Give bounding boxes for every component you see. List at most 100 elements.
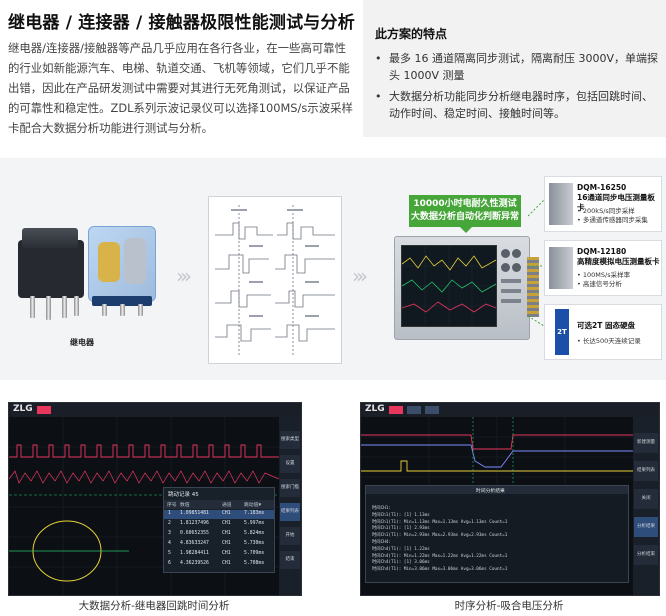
table-cell: 5.997ms bbox=[244, 521, 265, 526]
table-row[interactable]: 3 0.60652355 CH1 5.824ms bbox=[164, 530, 274, 539]
side-button[interactable]: 结果列表 bbox=[634, 461, 658, 481]
result-line: 时间CH4: bbox=[372, 539, 391, 545]
side-button[interactable]: 开始 bbox=[280, 527, 300, 545]
result-line: 时间Ch4(T1): [1] 1.22ms bbox=[372, 546, 430, 552]
table-title: 跳动记录 45 bbox=[168, 492, 199, 498]
result-line: 时间Ch4(T1): Min=3.06ms Max=3.06ms Avg=3.0… bbox=[372, 567, 508, 573]
bullet-icon: • bbox=[375, 52, 382, 65]
side-button[interactable]: 搜索类型 bbox=[280, 431, 300, 449]
card-ssd: 2T 可选2T 固态硬盘 • 长达500天连续记录 bbox=[544, 304, 662, 360]
table-cell: CH1 bbox=[222, 511, 231, 516]
table-cell: 4.83633247 bbox=[180, 541, 209, 546]
features-title: 此方案的特点 bbox=[375, 27, 448, 41]
caption-right: 时序分析-吸合电压分析 bbox=[454, 600, 564, 612]
result-line: 时间CH1: bbox=[372, 506, 391, 511]
side-button[interactable]: 关闭 bbox=[634, 489, 658, 509]
board-card-icon bbox=[549, 247, 573, 289]
channel-tab-icon[interactable] bbox=[407, 406, 421, 414]
table-row[interactable]: 2 1.81237496 CH1 5.997ms bbox=[164, 520, 274, 529]
dialog-title: 时间分析结果 bbox=[476, 489, 505, 494]
table-cell: 1.81237496 bbox=[180, 521, 209, 526]
result-line: 时间Ch1(T1): Min=1.13ms Max=1.13ms Avg=1.1… bbox=[372, 519, 508, 525]
result-line: 时间Ch4(T1): Min=1.22ms Max=1.22ms Avg=1.2… bbox=[372, 553, 508, 559]
screen-toolbar bbox=[9, 403, 301, 417]
table-cell: 1.98284411 bbox=[180, 551, 209, 556]
device-cable-connectors bbox=[527, 257, 539, 317]
waveform-plot bbox=[361, 417, 633, 497]
relay-photo-right bbox=[84, 222, 162, 318]
relay-label: 继电器 bbox=[70, 338, 94, 347]
waveform-sketch-icon bbox=[215, 205, 335, 357]
relay-photo-left bbox=[18, 228, 88, 324]
features-panel: 此方案的特点 • 最多 16 通道隔离同步测试，隔离耐压 3000V，单端探头 … bbox=[363, 0, 666, 137]
table-cell: 4 bbox=[168, 541, 171, 546]
page-title: 继电器 / 连接器 / 接触器极限性能测试与分析 bbox=[8, 13, 355, 33]
connector-lines bbox=[528, 199, 545, 327]
table-cell: CH1 bbox=[222, 531, 231, 536]
side-button[interactable]: 结果列表 bbox=[280, 503, 300, 521]
feature-item: • 最多 16 通道隔离同步测试，隔离耐压 3000V，单端探头 1000V 测… bbox=[375, 52, 659, 82]
result-line: 时间Ch1(T1): Min=2.93ms Max=2.93ms Avg=2.9… bbox=[372, 533, 508, 539]
caption-left: 大数据分析-继电器回跳时间分析 bbox=[78, 600, 230, 612]
oscilloscope-recorder-device bbox=[394, 236, 539, 340]
device-screen-wave-icon bbox=[401, 246, 497, 326]
table-cell: 2 bbox=[168, 521, 171, 526]
table-cell: 5.709ms bbox=[244, 551, 265, 556]
device-knobs bbox=[499, 247, 523, 323]
table-header: 序号 数值 通道 跳动值▼ bbox=[164, 500, 274, 509]
card-dqm-16250: DQM-16250 16通道同步电压测量板卡 • 200kS/s同步采样 • 多… bbox=[544, 176, 662, 232]
bullet-icon: • bbox=[375, 90, 382, 103]
result-line: 时间Ch1(T1): [1] 1.13ms bbox=[372, 512, 430, 518]
table-cell: CH1 bbox=[222, 521, 231, 526]
intro-paragraph: 继电器/连接器/接触器等产品几乎应用在各行各业，在一些高可靠性的行业如新能源汽车… bbox=[8, 41, 353, 135]
dialog-titlebar bbox=[366, 486, 628, 494]
chevron-right-icon: ››› bbox=[176, 264, 192, 288]
device-screen bbox=[401, 245, 497, 327]
table-cell: 1 bbox=[168, 511, 171, 516]
zlg-logo: ZLG bbox=[13, 404, 33, 414]
table-row[interactable]: 6 4.36239526 CH1 5.708ms bbox=[164, 560, 274, 569]
result-line: 时间Ch4(T1): [1] 3.06ms bbox=[372, 560, 430, 566]
side-button[interactable]: 分析结果 bbox=[634, 517, 658, 537]
table-cell: CH1 bbox=[222, 551, 231, 556]
side-button[interactable]: 新建测量 bbox=[634, 433, 658, 453]
result-line: 时间Ch1(T1): [1] 2.93ms bbox=[372, 526, 430, 532]
waveform-document bbox=[208, 196, 342, 364]
table-cell: 5.824ms bbox=[244, 531, 265, 536]
table-cell: 0.60652355 bbox=[180, 531, 209, 536]
side-button-panel: 搜索类型设置搜索门槛结果列表开始结束 bbox=[279, 417, 301, 595]
card-dqm-12180: DQM-12180 高精度模拟电压测量板卡 • 100MS/s采样率 • 高速信… bbox=[544, 240, 662, 296]
side-button[interactable]: 分析结束 bbox=[634, 545, 658, 565]
table-row[interactable]: 5 1.98284411 CH1 5.709ms bbox=[164, 550, 274, 559]
table-cell: 4.36239526 bbox=[180, 561, 209, 566]
table-cell: CH1 bbox=[222, 541, 231, 546]
side-button[interactable]: 设置 bbox=[280, 455, 300, 473]
channel-tab-icon[interactable] bbox=[425, 406, 439, 414]
banner-pointer-icon bbox=[460, 227, 472, 233]
table-cell: 6 bbox=[168, 561, 171, 566]
side-button[interactable]: 结束 bbox=[280, 551, 300, 569]
table-row[interactable]: 4 4.83633247 CH1 5.730ms bbox=[164, 540, 274, 549]
ssd-icon: 2T bbox=[555, 309, 569, 355]
table-row[interactable]: 1 1.09851481 CH1 7.183ms bbox=[164, 510, 274, 519]
channel-tab-icon[interactable] bbox=[37, 406, 51, 414]
screen-toolbar bbox=[361, 403, 659, 417]
zlg-logo: ZLG bbox=[365, 404, 385, 414]
table-cell: 5.708ms bbox=[244, 561, 265, 566]
table-cell: 1.09851481 bbox=[180, 511, 209, 516]
table-cell: 5.730ms bbox=[244, 541, 265, 546]
chevron-right-icon: ››› bbox=[352, 264, 368, 288]
table-cell: 7.183ms bbox=[244, 511, 265, 516]
board-card-icon bbox=[549, 183, 573, 225]
table-cell: 5 bbox=[168, 551, 171, 556]
channel-tab-icon[interactable] bbox=[389, 406, 403, 414]
table-cell: 3 bbox=[168, 531, 171, 536]
table-cell: CH1 bbox=[222, 561, 231, 566]
feature-item: • 大数据分析功能同步分析继电器时序，包括回跳时间、动作时间、稳定时间、接触时间… bbox=[375, 90, 653, 120]
side-button[interactable]: 搜索门槛 bbox=[280, 479, 300, 497]
